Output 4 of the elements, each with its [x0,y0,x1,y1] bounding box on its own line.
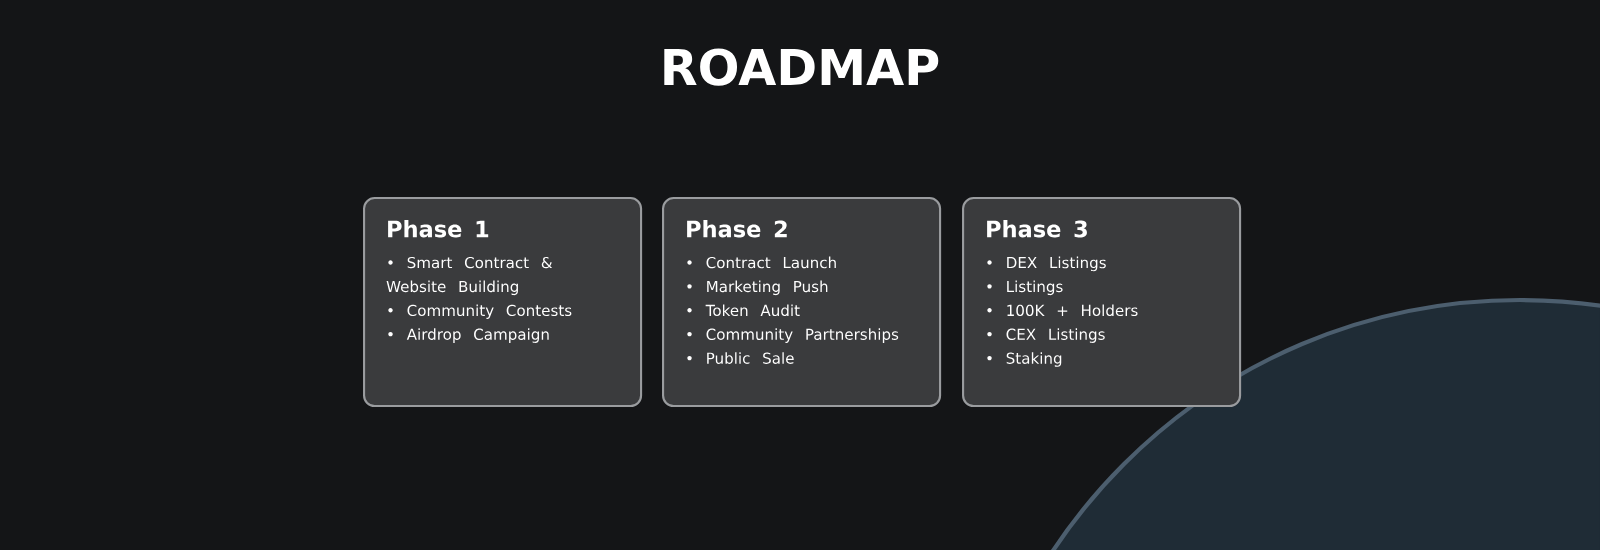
phase-card: Phase 2 • Contract Launch • Marketing Push • Token Audit • Community Partnerships • Public Sale [662,197,942,408]
phase-card: Phase 3 • DEX Listings • Listings • 100K + Holders • CEX Listings • Staking [962,197,1242,408]
page-title: ROADMAP [664,48,939,86]
phase-card: Phase 1 • Smart Contract & Website Building • Community Contests • Airdrop Campaign [363,197,643,408]
